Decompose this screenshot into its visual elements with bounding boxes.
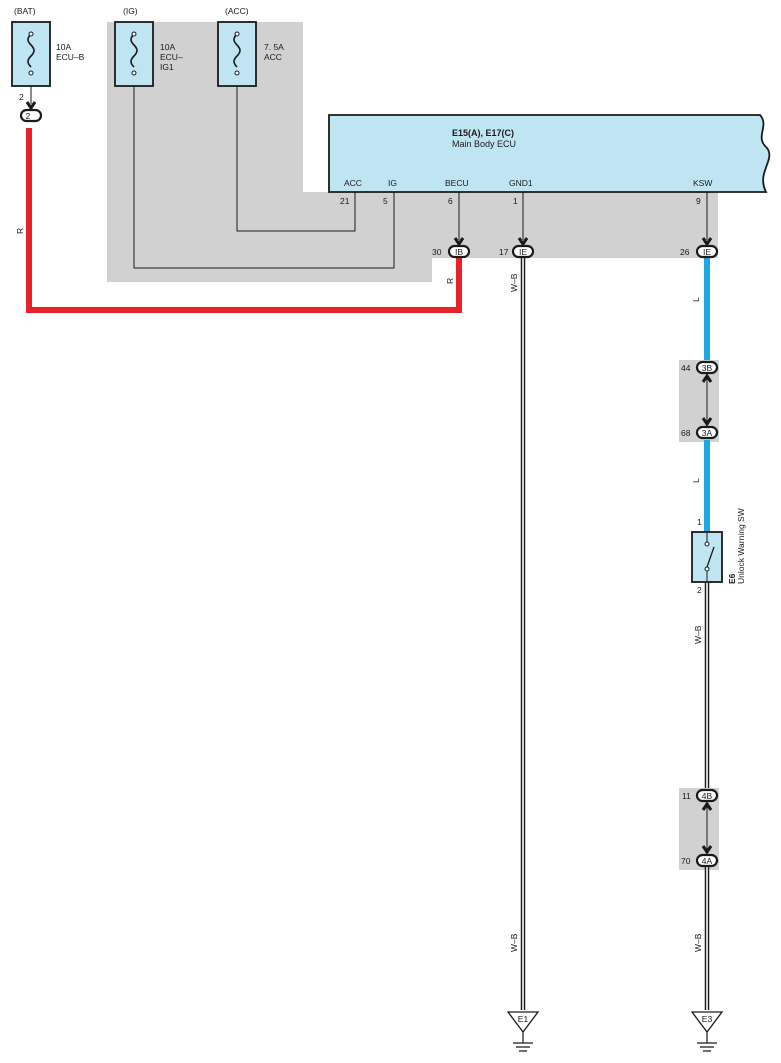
fuse-symbol-icon <box>233 33 241 68</box>
bat-source-label: (BAT) <box>14 6 36 16</box>
chevron-down-icon <box>701 845 713 855</box>
wire-label-wb-3: W–B <box>693 625 703 644</box>
pin-21: 21 <box>340 196 350 206</box>
fuse-amp: 10A <box>160 42 175 52</box>
switch-pin-bottom: 2 <box>697 585 702 595</box>
ground-e1: E1 <box>506 1011 540 1052</box>
wire-label-wb-4: W–B <box>693 933 703 952</box>
ground-icon <box>506 1011 540 1034</box>
ie1-code: IE <box>519 247 527 257</box>
chevron-down-icon <box>701 237 713 247</box>
bat-fuse-pin: 2 <box>19 92 24 102</box>
ib-code: IB <box>455 247 463 257</box>
pin-1: 1 <box>513 196 518 206</box>
terminal-ig: IG <box>388 178 397 188</box>
fuse-ecu-b: (BAT) 10A ECU–B <box>11 6 85 87</box>
wire-label-r-2: R <box>445 278 455 284</box>
acc-source-label: (ACC) <box>225 6 249 16</box>
pin-6: 6 <box>448 196 453 206</box>
fuse-symbol-icon <box>27 33 35 68</box>
main-body-ecu: E15(A), E17(C) Main Body ECU ACC IG BECU… <box>328 114 771 206</box>
fuse-name: ACC <box>264 52 282 62</box>
c4a-pin: 70 <box>681 856 691 866</box>
wire-label-l-1: L <box>691 297 701 302</box>
c4a-code: 4A <box>702 856 713 866</box>
connector-pills <box>19 108 719 868</box>
c3b-code: 3B <box>702 363 713 373</box>
connector-arrows <box>25 101 713 855</box>
fuse-amp: 7. 5A <box>264 42 284 52</box>
switch-contact-icon <box>706 546 715 568</box>
ig-source-label: (IG) <box>123 6 138 16</box>
terminal-acc: ACC <box>344 178 362 188</box>
fuse-name-2: IG1 <box>160 62 174 72</box>
ie1-pin: 17 <box>499 247 509 257</box>
fuse-symbol-icon <box>130 33 138 68</box>
ie2-code: IE <box>703 247 711 257</box>
fuse-name: ECU– <box>160 52 183 62</box>
chevron-down-icon <box>701 417 713 427</box>
c3a-pin: 68 <box>681 428 691 438</box>
bat-connector-code: 2 <box>26 111 31 121</box>
c4b-pin: 11 <box>682 791 691 801</box>
ground-e1-label: E1 <box>518 1014 529 1024</box>
fuse-amp: 10A <box>56 42 71 52</box>
ig-acc-shade-region <box>107 22 718 282</box>
ground-e3: E3 <box>690 1011 724 1052</box>
terminal-becu: BECU <box>445 178 469 188</box>
wire-label-wb-1: W–B <box>509 273 519 292</box>
switch-code: E6 <box>727 573 737 584</box>
terminal-gnd1: GND1 <box>509 178 533 188</box>
c4b-code: 4B <box>702 791 713 801</box>
c3b-pin: 44 <box>681 363 691 373</box>
fuse-acc: (ACC) 7. 5A ACC <box>217 6 284 87</box>
chevron-down-icon <box>25 101 37 111</box>
pin-9: 9 <box>696 196 701 206</box>
red-wire-r <box>26 128 462 313</box>
ground-e3-label: E3 <box>702 1014 713 1024</box>
switch-pin-top: 1 <box>697 517 702 527</box>
chevron-up-icon <box>701 373 713 383</box>
wire-label-l-2: L <box>691 478 701 483</box>
chevron-down-icon <box>453 237 465 247</box>
chevron-up-icon <box>701 801 713 811</box>
ecu-code: E15(A), E17(C) <box>452 128 514 138</box>
wire-label-r-1: R <box>15 228 25 234</box>
switch-name: Unlock Warning SW <box>736 508 746 584</box>
ig-wire <box>133 86 395 269</box>
unlock-warning-switch: 1 2 E6 Unlock Warning SW <box>691 508 746 595</box>
wire-label-wb-2: W–B <box>509 933 519 952</box>
ecu-name: Main Body ECU <box>452 139 516 149</box>
chevron-down-icon <box>517 237 529 247</box>
ie2-pin: 26 <box>680 247 690 257</box>
wire-color-labels: R R W–B W–B L L W–B W–B <box>15 228 703 952</box>
terminal-ksw: KSW <box>693 178 712 188</box>
thin-wires <box>30 86 708 269</box>
c3a-code: 3A <box>702 428 713 438</box>
ground-icon <box>690 1011 724 1034</box>
ib-pin: 30 <box>432 247 442 257</box>
fuse-name: ECU–B <box>56 52 85 62</box>
acc-wire <box>236 86 356 232</box>
pin-5: 5 <box>383 196 388 206</box>
fuse-ecu-ig1: (IG) 10A ECU– IG1 <box>114 6 183 87</box>
